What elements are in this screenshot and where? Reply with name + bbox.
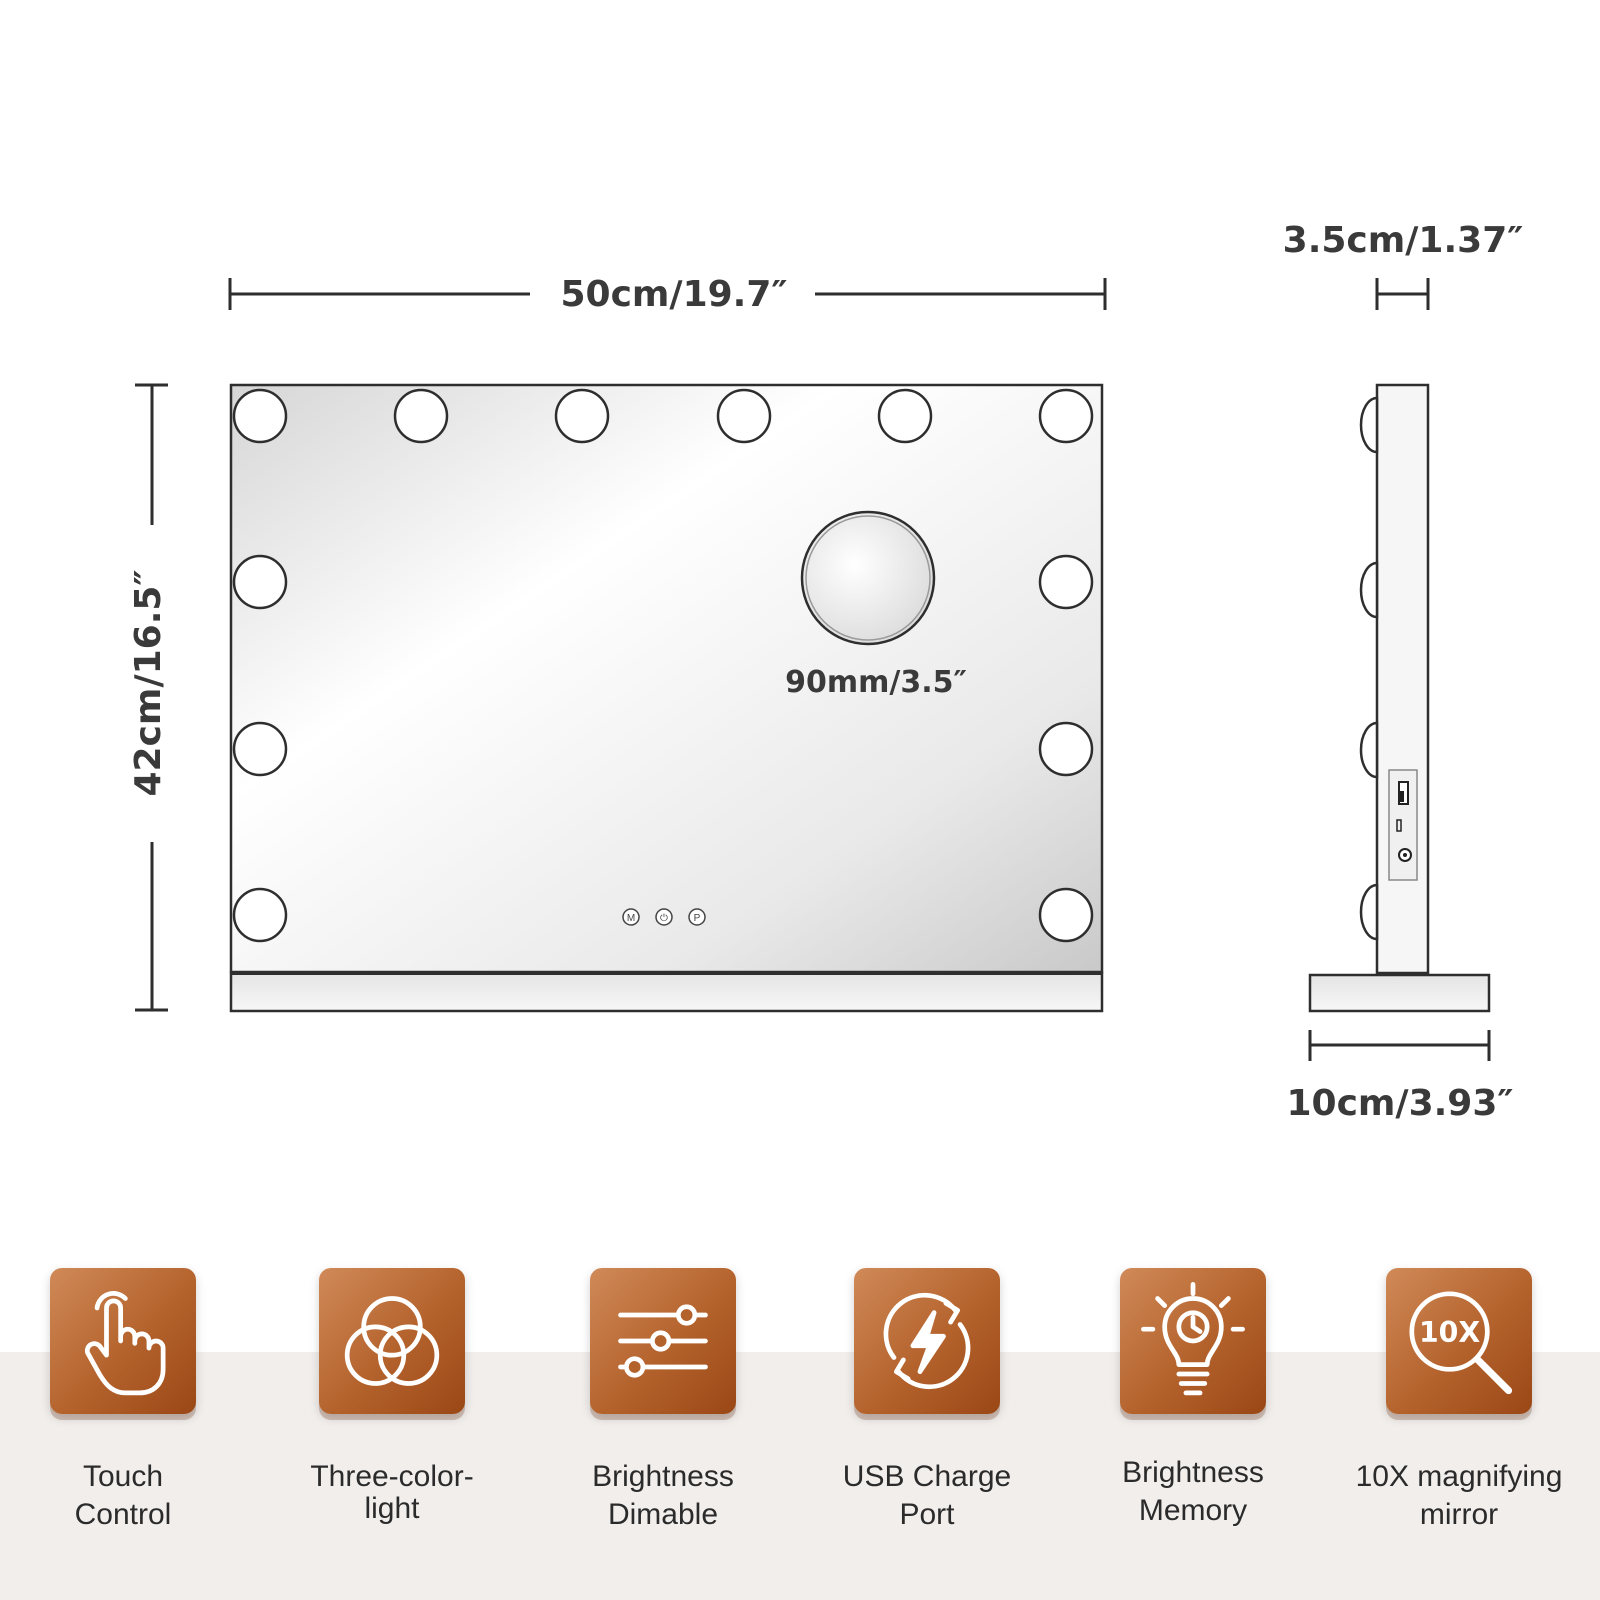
height-label: 42cm/16.5″: [128, 569, 169, 796]
depth-dimension-line: [1375, 278, 1430, 310]
bottom-band: [0, 1352, 1600, 1600]
side-bulb: [1359, 396, 1379, 454]
bulb: [1038, 388, 1094, 444]
mirror-glass: [229, 383, 1104, 974]
bulb: [393, 388, 449, 444]
feature-label-line1: Brightness: [1122, 1456, 1264, 1489]
side-bulb: [1359, 561, 1379, 619]
bulb-group: [232, 388, 1094, 943]
touch-button-m[interactable]: M: [622, 908, 640, 926]
bulb: [1038, 554, 1094, 610]
feature-10x-magnifying-mirror: 10X 10X magnifying mirror: [1329, 1268, 1589, 1534]
feature-label-line2: Memory: [1138, 1494, 1248, 1527]
feature-label-line1: Touch: [82, 1460, 164, 1493]
bulb: [1038, 721, 1094, 777]
usb-c-port: [1396, 819, 1402, 832]
feature-tile: 10X: [1386, 1268, 1532, 1414]
feature-label-line1: USB Charge: [842, 1460, 1012, 1493]
side-base: [1308, 973, 1491, 1013]
touch-hand-icon: [84, 1291, 166, 1396]
bulb: [1038, 887, 1094, 943]
charge-bolt-icon: [883, 1292, 971, 1390]
side-bulb: [1359, 721, 1379, 779]
bulb: [716, 388, 772, 444]
sliders-icon: [618, 1304, 708, 1378]
svg-text:⏻: ⏻: [660, 913, 668, 924]
feature-label-line2: Control: [74, 1498, 172, 1531]
height-dimension-line: [135, 383, 168, 1012]
side-frame: [1375, 383, 1430, 975]
feature-label-line1: 10X magnifying: [1355, 1460, 1563, 1493]
bulb: [554, 388, 610, 444]
feature-tile: [590, 1268, 736, 1414]
feature-label-line1: Brightness: [592, 1460, 734, 1493]
bulb: [232, 721, 288, 777]
bulb: [877, 388, 933, 444]
side-bulb: [1359, 883, 1379, 941]
base-depth-dimension-line: [1308, 1030, 1491, 1061]
touch-button-power[interactable]: ⏻: [655, 908, 673, 926]
side-bulb-group: [1359, 396, 1379, 941]
mirror-dimension-diagram: 50cm/19.7″ 42cm/16.5″ 90mm/3.5″ M ⏻ P 3.…: [128, 220, 1524, 1124]
base-depth-label: 10cm/3.93″: [1286, 1083, 1513, 1124]
magnifying-mirror: [800, 510, 936, 646]
feature-label-line2: light: [364, 1492, 420, 1525]
magnifier-label: 90mm/3.5″: [785, 665, 967, 700]
bulb: [232, 388, 288, 444]
feature-tile: [854, 1268, 1000, 1414]
mirror-base: [229, 971, 1104, 1013]
feature-three-color-light: Three-color-light: [262, 1268, 522, 1528]
width-dimension-line: [228, 278, 1107, 310]
feature-label-line2: Dimable: [607, 1498, 719, 1531]
feature-label-line2: mirror: [1419, 1498, 1499, 1531]
depth-label: 3.5cm/1.37″: [1283, 220, 1524, 261]
feature-tile: [50, 1268, 196, 1414]
bulb: [232, 887, 288, 943]
bulb-clock-icon: [1141, 1282, 1245, 1396]
touch-button-p[interactable]: P: [688, 908, 706, 926]
magnifier-10x-icon: 10X: [1409, 1291, 1513, 1395]
width-label: 50cm/19.7″: [560, 274, 787, 315]
feature-tile: [1120, 1268, 1266, 1414]
svg-text:M: M: [627, 913, 635, 924]
svg-text:P: P: [694, 913, 701, 924]
magnifier-badge: 10X: [1419, 1316, 1480, 1349]
three-circles-icon: [344, 1296, 440, 1386]
feature-tile: [319, 1268, 465, 1414]
bulb: [232, 554, 288, 610]
feature-label-line2: Port: [899, 1498, 955, 1531]
feature-label-line1: Three-color-: [310, 1460, 474, 1493]
